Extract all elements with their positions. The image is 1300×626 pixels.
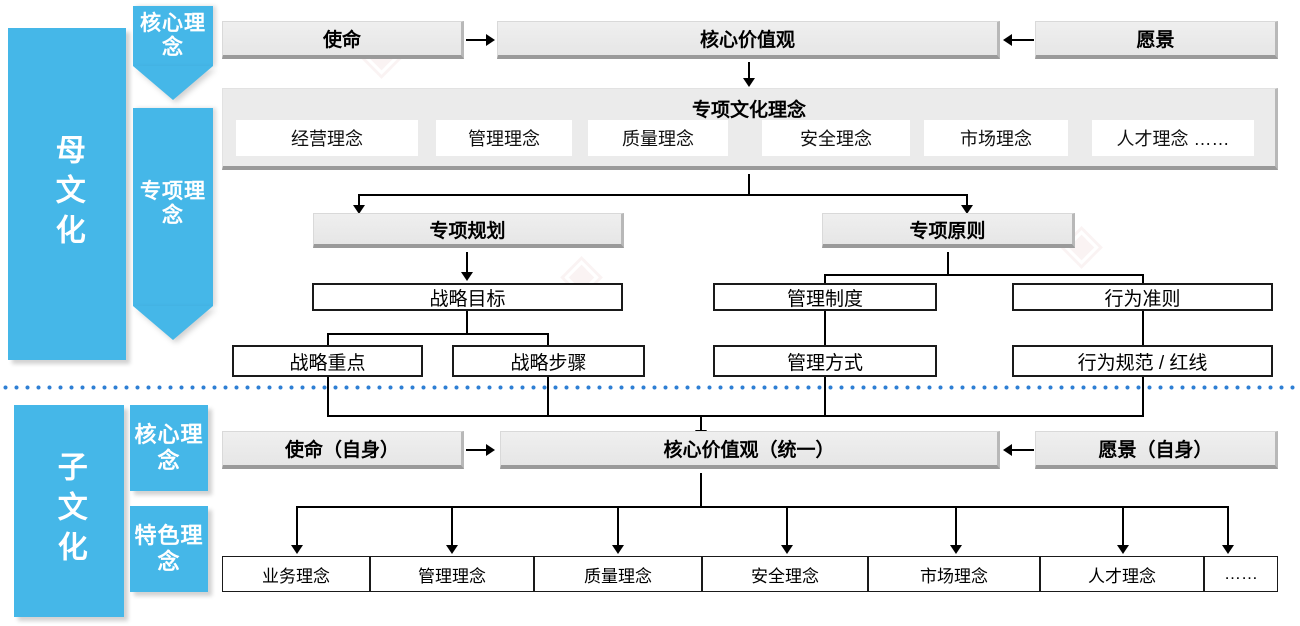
parent-mission-box[interactable]: 使命 (222, 21, 464, 59)
arrowhead-down (461, 272, 473, 281)
arrowhead-down (291, 545, 303, 554)
arrowhead-down (1222, 545, 1234, 554)
sub-item-1[interactable]: 管理理念 (370, 556, 534, 592)
connector-goal-bus (327, 333, 549, 335)
connector-cross-3 (824, 377, 826, 417)
sub-item-6[interactable]: …… (1204, 556, 1278, 592)
sub-item-5[interactable]: 人才理念 (1040, 556, 1204, 592)
arrowhead-left (1003, 444, 1012, 456)
arrowhead-left (1003, 34, 1012, 46)
sub-item-4[interactable]: 市场理念 (868, 556, 1040, 592)
arrowhead-down (1117, 545, 1129, 554)
management-system-box[interactable]: 管理制度 (713, 283, 937, 311)
connector-sub-1 (451, 506, 453, 548)
parent-vision-box[interactable]: 愿景 (1035, 21, 1278, 59)
parent-special-concept-arrow: 专项理念 (133, 108, 213, 353)
connector-sub-2 (617, 506, 619, 548)
sub-culture-label: 子文化 (14, 405, 124, 617)
connector-cross-4 (1142, 377, 1144, 417)
connector-cross-2 (547, 377, 549, 417)
connector-to-mgmt-system (824, 274, 826, 283)
connector-to-code-of-conduct (1142, 274, 1144, 283)
culture-divider (0, 385, 1300, 390)
sub-core-concept-box: 核心理念 (130, 405, 208, 491)
connector-sub-5 (1122, 506, 1124, 548)
connector-code-down (1142, 311, 1144, 345)
behavior-norm-box[interactable]: 行为规范 / 红线 (1012, 345, 1273, 377)
arrowhead-down (743, 78, 755, 87)
arrowhead-down (961, 205, 973, 214)
arrowhead-down (781, 545, 793, 554)
special-item-1[interactable]: 管理理念 (436, 120, 572, 156)
connector-sub-vision-to-core (1012, 449, 1034, 451)
sub-item-2[interactable]: 质量理念 (534, 556, 702, 592)
arrowhead-down (612, 545, 624, 554)
connector-core-to-panel (748, 62, 750, 80)
special-item-2[interactable]: 质量理念 (588, 120, 728, 156)
strategy-focus-box[interactable]: 战略重点 (232, 345, 423, 377)
connector-mission-to-core (466, 39, 488, 41)
parent-core-concept-arrow-label: 核心理念 (140, 12, 206, 60)
special-item-3[interactable]: 安全理念 (762, 120, 910, 156)
sub-feature-concept-box: 特色理念 (130, 506, 208, 592)
connector-to-steps (547, 333, 549, 345)
parent-core-values-box[interactable]: 核心价值观 (497, 21, 1000, 59)
management-method-box[interactable]: 管理方式 (713, 345, 937, 377)
connector-sub-0 (296, 506, 298, 548)
sub-core-values-box[interactable]: 核心价值观（统一） (500, 431, 1000, 469)
special-item-4[interactable]: 市场理念 (924, 120, 1068, 156)
sub-vision-box[interactable]: 愿景（自身） (1035, 431, 1278, 469)
code-of-conduct-box[interactable]: 行为准则 (1012, 283, 1273, 311)
connector-to-plan (358, 194, 360, 208)
arrowhead-down (446, 545, 458, 554)
connector-cross-bus (327, 415, 1144, 417)
special-item-0[interactable]: 经营理念 (236, 120, 418, 156)
sub-item-0[interactable]: 业务理念 (222, 556, 370, 592)
strategy-goal-box[interactable]: 战略目标 (312, 283, 623, 311)
connector-sub-bus (296, 506, 1227, 508)
arrowhead-right (486, 34, 495, 46)
connector-mgmt-down (824, 311, 826, 345)
connector-sub-6 (1227, 506, 1229, 548)
connector-to-principle (966, 194, 968, 208)
connector-vision-to-core (1012, 39, 1034, 41)
arrowhead-down (353, 205, 365, 214)
arrowhead-down (950, 545, 962, 554)
strategy-steps-box[interactable]: 战略步骤 (452, 345, 645, 377)
connector-goal-stem (466, 311, 468, 335)
connector-panel-bus (358, 194, 968, 196)
special-item-5[interactable]: 人才理念 …… (1092, 120, 1254, 156)
connector-cross-1 (327, 377, 329, 417)
parent-core-concept-arrow: 核心理念 (133, 6, 213, 101)
special-plan-box[interactable]: 专项规划 (313, 213, 624, 248)
parent-culture-label: 母文化 (8, 28, 126, 360)
parent-special-concept-arrow-label: 专项理念 (140, 180, 206, 228)
connector-plan-to-goal (466, 252, 468, 274)
connector-cross-stem (700, 415, 702, 434)
connector-principle-stem (947, 252, 949, 276)
connector-sub-mission-to-core (466, 449, 488, 451)
special-principle-box[interactable]: 专项原则 (822, 213, 1075, 248)
connector-to-focus (327, 333, 329, 345)
connector-sub-stem (700, 473, 702, 508)
connector-sub-3 (786, 506, 788, 548)
sub-mission-box[interactable]: 使命（自身） (222, 431, 464, 469)
connector-sub-4 (955, 506, 957, 548)
special-culture-panel-title: 专项文化理念 (691, 100, 806, 121)
sub-item-3[interactable]: 安全理念 (702, 556, 868, 592)
arrowhead-right (486, 444, 495, 456)
connector-principle-bus (824, 274, 1144, 276)
connector-panel-stem (748, 174, 750, 196)
